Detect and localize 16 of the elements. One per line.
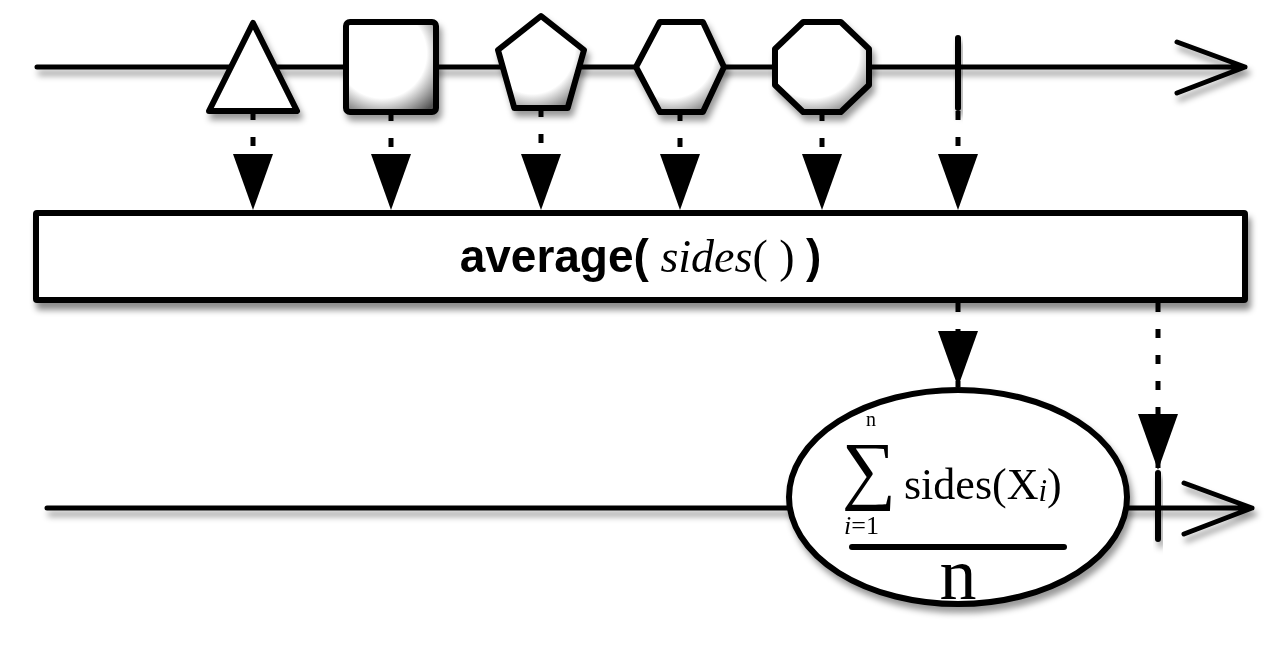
denominator-label: n (939, 537, 977, 611)
sum-lower-limit: i=1 (844, 513, 879, 539)
result-ellipse (786, 387, 1130, 607)
triangle-marble (206, 20, 300, 114)
octagon-marble (772, 19, 872, 115)
completion-bar (955, 35, 961, 111)
sum-upper-limit: n (866, 409, 876, 429)
operator-label: average( sides( ) ) (459, 229, 822, 284)
completion-bar (1155, 470, 1161, 542)
dashed-arrow (938, 303, 978, 387)
dashed-arrow (938, 111, 978, 210)
hexagon-marble (633, 19, 727, 115)
pentagon-marble (495, 13, 587, 111)
operator-box (33, 210, 1248, 303)
square-marble (343, 19, 439, 115)
dashed-arrow (1138, 303, 1178, 470)
